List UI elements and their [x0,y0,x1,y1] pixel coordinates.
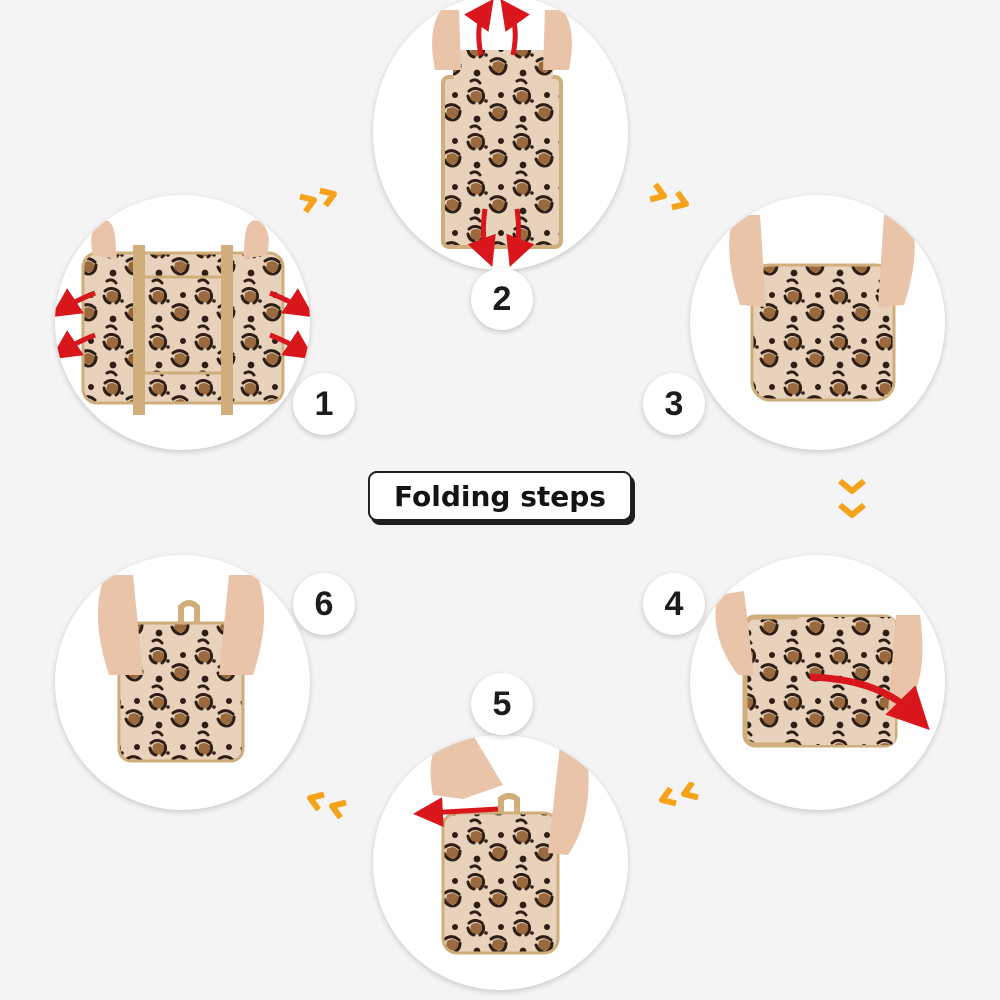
step-5-badge: 5 [471,673,533,735]
chevron-double-left-icon [296,782,356,828]
step-6-image [55,555,310,810]
step-6-badge: 6 [293,573,355,635]
step-1-badge: 1 [293,373,355,435]
chevron-double-down-icon [832,473,872,529]
chevron-double-right-icon [646,178,706,224]
step-1-image [55,195,310,450]
step-2-image [373,0,628,270]
step-5-image [373,735,628,990]
page-title: Folding steps [368,471,632,521]
step-2-badge: 2 [471,268,533,330]
chevron-double-left-icon [646,782,706,828]
step-3-image [690,195,945,450]
step-4-image [690,555,945,810]
step-3-badge: 3 [643,373,705,435]
step-4-badge: 4 [643,573,705,635]
chevron-double-right-icon [296,178,356,224]
